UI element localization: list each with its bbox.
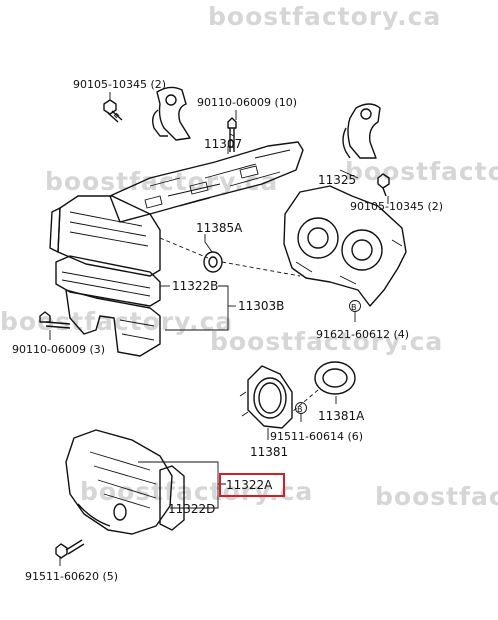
leader-lines [49, 92, 389, 566]
watermark: boostfactory.ca [375, 482, 498, 511]
badge-b: B [351, 303, 357, 312]
engine-hanger-left [151, 86, 191, 141]
watermark: boostfactory.ca [80, 477, 313, 506]
highlight-box-11322a [219, 473, 285, 497]
bolt-90110-left [39, 311, 71, 329]
cover-housing-11303b [49, 195, 209, 277]
engine-hanger-right [342, 103, 381, 159]
seal-ring-11381a [291, 361, 356, 413]
watermark: boostfactory.ca [210, 327, 443, 356]
callout-11322a: 11322A [226, 478, 273, 492]
callout-11307: 11307 [204, 137, 242, 151]
timing-cover-11307 [109, 141, 304, 223]
watermark: boostfactory.ca [345, 157, 498, 186]
callout-91511-60614: 91511-60614 (6) [270, 430, 363, 443]
callout-90105-10345-top: 90105-10345 (2) [73, 78, 166, 91]
callout-90110-06009-left: 90110-06009 (3) [12, 343, 105, 356]
gasket-11322a [159, 465, 185, 531]
oil-seal-11385a [203, 251, 301, 277]
bolt-91511-614-badge: B [295, 402, 307, 414]
lower-housing [65, 289, 161, 357]
callout-11381: 11381 [250, 445, 288, 459]
bolt-91621-badge: B [349, 300, 361, 312]
bolt-91511-620 [55, 539, 85, 559]
callout-11385a: 11385A [196, 221, 243, 235]
bolt-90105-top [103, 99, 123, 123]
bolt-90110-top [227, 117, 237, 152]
watermark: boostfactory.ca [0, 307, 233, 336]
callout-11303b: 11303B [238, 299, 284, 313]
watermark: boostfactory.ca [45, 167, 278, 196]
watermark-layer: boostfactory.ca boostfactory.ca boostfac… [0, 2, 498, 511]
gasket-11322b [55, 255, 161, 307]
callout-90105-10345-right: 90105-10345 (2) [350, 200, 443, 213]
seal-retainer-11381 [239, 365, 293, 429]
callout-labels: 90105-10345 (2) 90110-06009 (10) 11307 1… [12, 78, 443, 583]
bolt-90105-right [377, 173, 390, 197]
callout-91621-60612: 91621-60612 (4) [316, 328, 409, 341]
badge-b: B [297, 405, 303, 414]
callout-11322b: 11322B [172, 279, 218, 293]
callout-11325: 11325 [318, 173, 356, 187]
callout-11322d: 11322D [168, 502, 215, 516]
callout-11381a: 11381A [318, 409, 365, 423]
callout-91511-60620: 91511-60620 (5) [25, 570, 118, 583]
rear-plate-11325 [283, 185, 407, 307]
lower-cover [65, 429, 173, 535]
callout-90110-06009-top: 90110-06009 (10) [197, 96, 297, 109]
watermark: boostfactory.ca [208, 2, 441, 31]
